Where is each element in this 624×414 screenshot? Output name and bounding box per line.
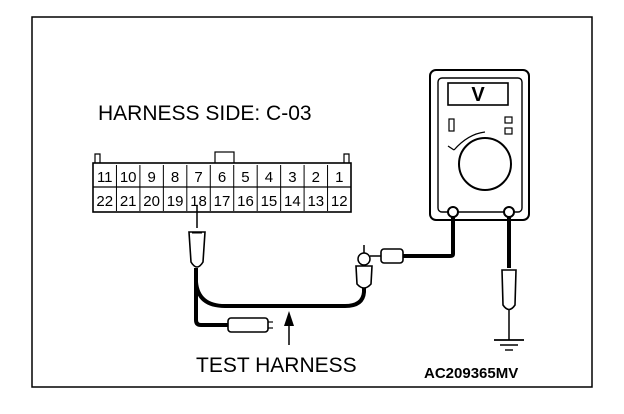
meter-symbol: V [471, 84, 485, 106]
pin-2: 2 [312, 169, 320, 186]
harness-side-label: HARNESS SIDE: C-03 [98, 102, 312, 125]
pin-7: 7 [194, 169, 202, 186]
pin-12: 12 [331, 193, 348, 210]
pin-15: 15 [261, 193, 278, 210]
pin-18: 18 [190, 193, 207, 210]
pin-17: 17 [214, 193, 231, 210]
figure-frame [31, 16, 593, 388]
pin-5: 5 [241, 169, 249, 186]
pin-21: 21 [120, 193, 137, 210]
connector-bottom-row: 22 21 20 19 18 17 16 15 14 13 12 [96, 193, 347, 210]
pin-11: 11 [97, 169, 113, 186]
test-harness-arrow [284, 311, 294, 345]
pin-20: 20 [143, 193, 160, 210]
pin-22: 22 [96, 193, 113, 210]
pin-1: 1 [335, 169, 343, 186]
test-harness-label: TEST HARNESS [196, 354, 357, 377]
probe-icon [188, 205, 206, 268]
lead-connector-icon [355, 245, 450, 289]
pin-19: 19 [167, 193, 184, 210]
pin-3: 3 [288, 169, 296, 186]
voltmeter-icon: V [429, 69, 530, 221]
pin-6: 6 [218, 169, 226, 186]
pin-4: 4 [265, 169, 273, 186]
ground-symbol-icon [494, 269, 524, 351]
pin-8: 8 [171, 169, 179, 186]
test-clip-icon [227, 317, 273, 333]
pin-13: 13 [307, 193, 324, 210]
pin-9: 9 [147, 169, 155, 186]
meter-leads [449, 217, 511, 268]
pin-14: 14 [284, 193, 301, 210]
pin-16: 16 [237, 193, 254, 210]
pin-10: 10 [120, 169, 137, 186]
figure-code: AC209365MV [424, 365, 518, 382]
test-harness-wire [194, 268, 366, 327]
